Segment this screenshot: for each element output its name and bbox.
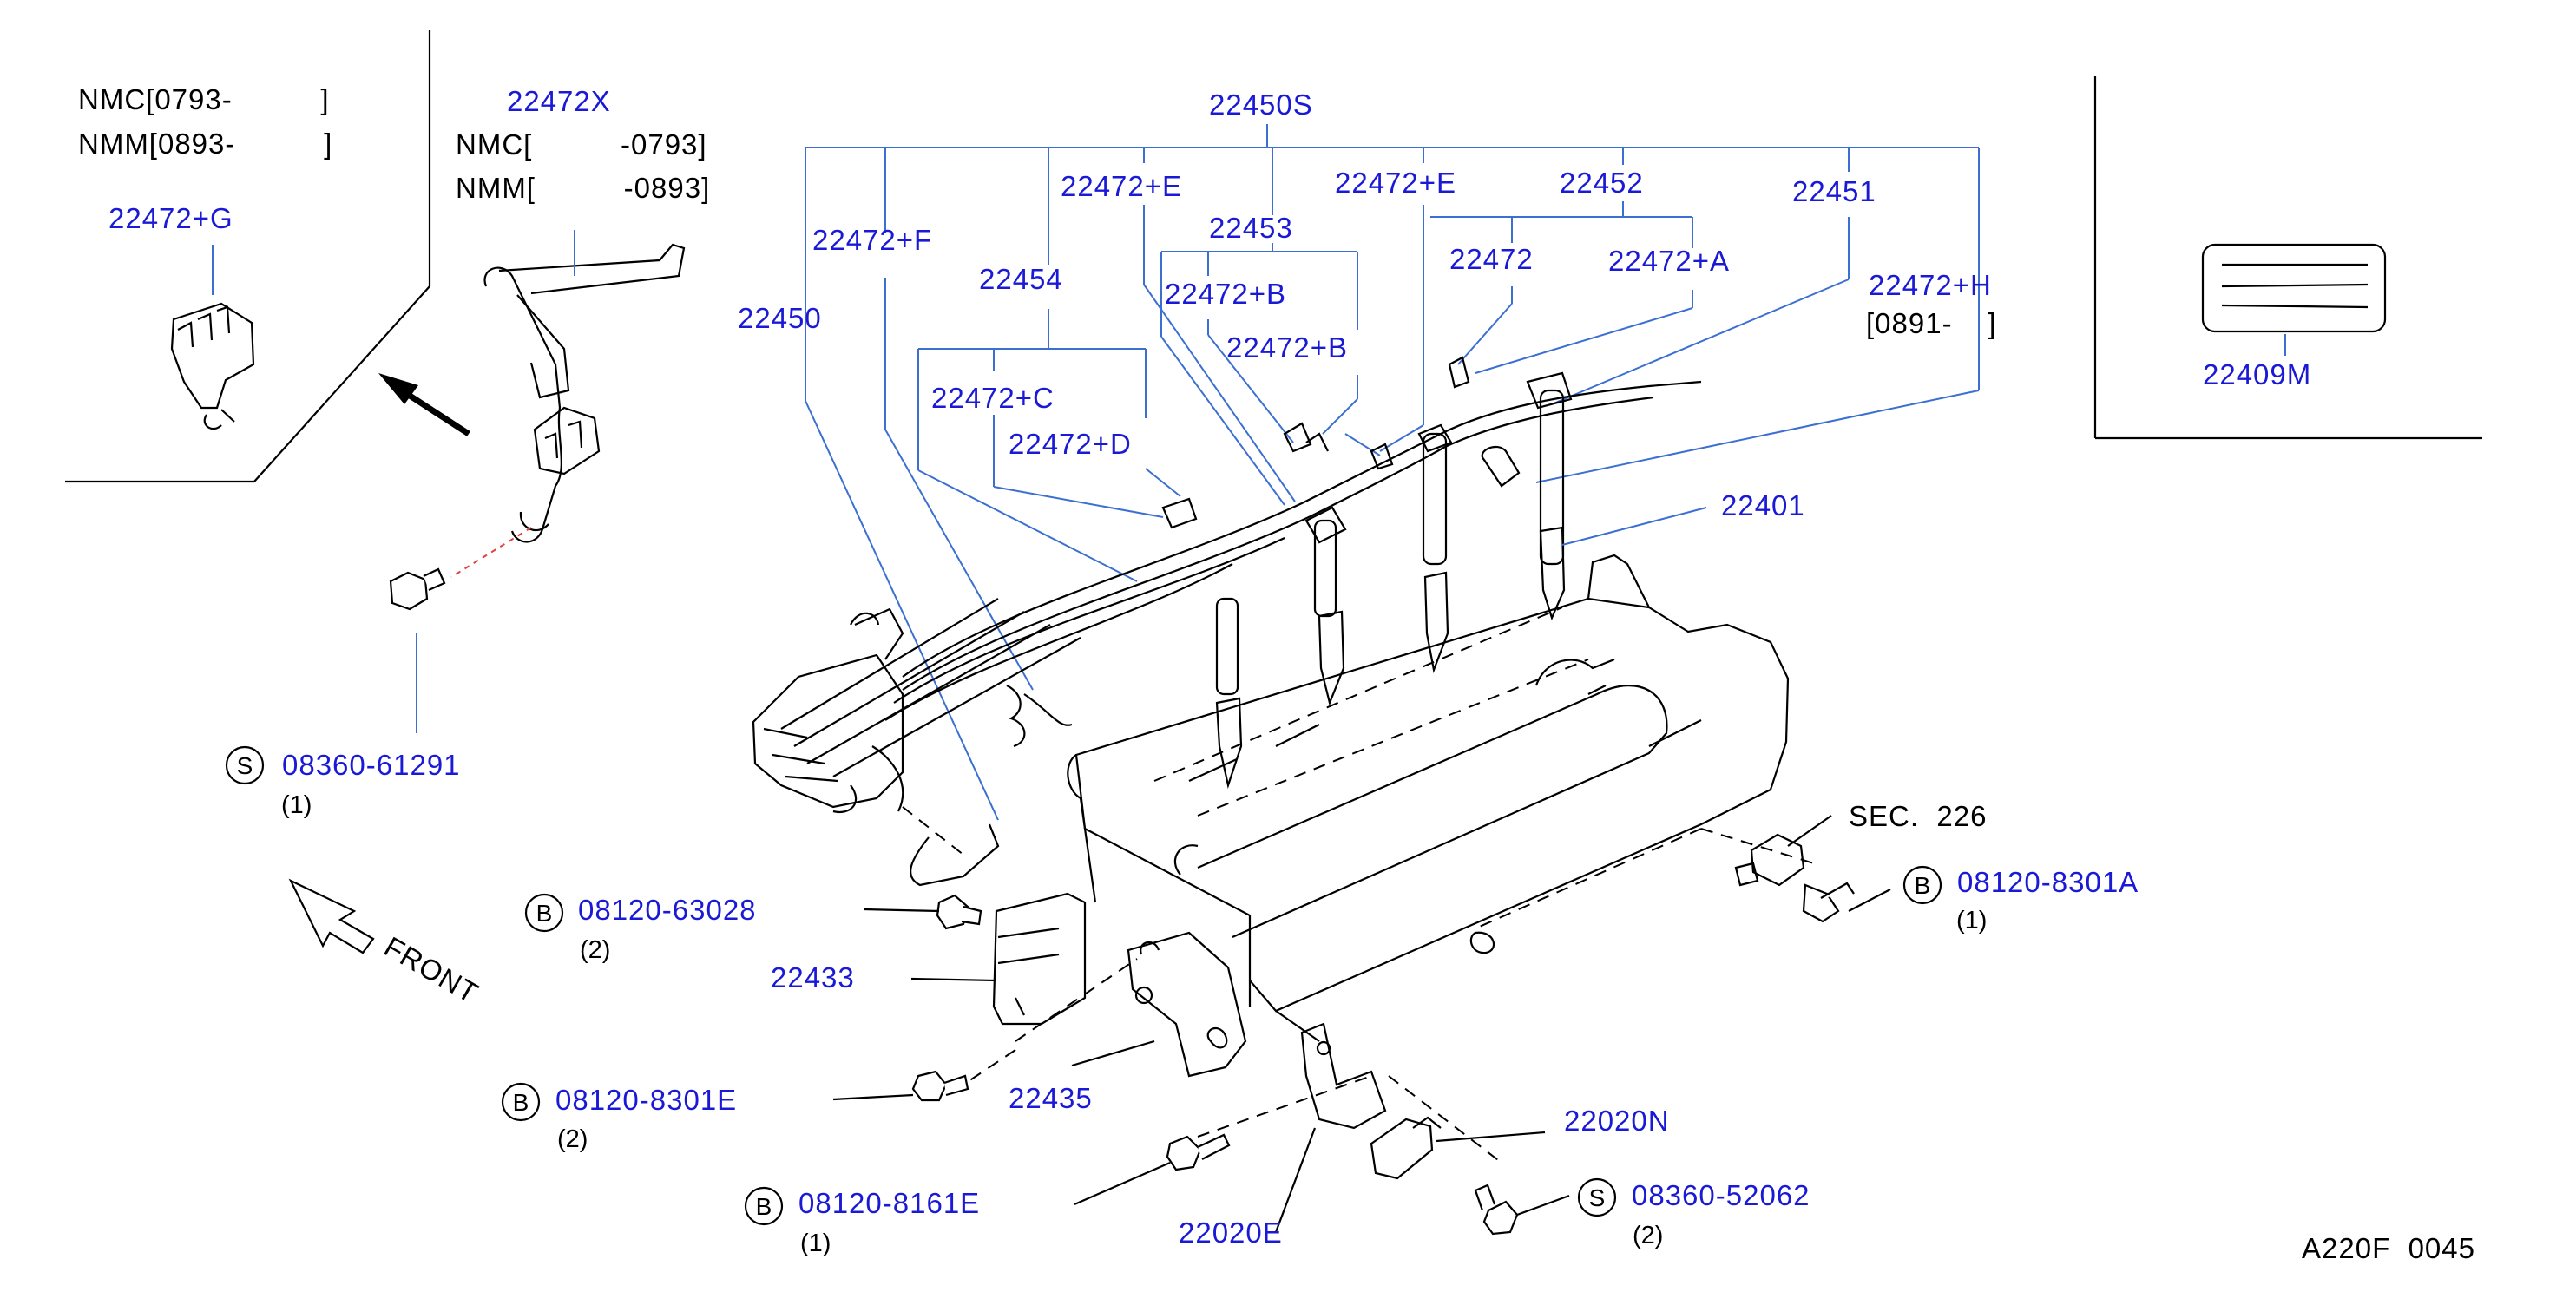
label-22433: 22433 (771, 961, 855, 994)
qty-08360-61291: (1) (281, 791, 312, 819)
leader-22433 (910, 977, 997, 982)
leader-tree-22450s (805, 124, 1980, 821)
leader-08360-52062 (1516, 1194, 1570, 1217)
label-22020e: 22020E (1179, 1217, 1283, 1249)
label-08360-52062: 08360-52062 (1632, 1179, 1810, 1211)
leader-22401 (1561, 507, 1707, 546)
bolt-08360-61291 (389, 567, 446, 611)
label-22472c: 22472+C (931, 382, 1055, 414)
label-22472h: 22472+H (1869, 269, 1992, 301)
label-08120-8301e: 08120-8301E (555, 1084, 737, 1116)
label-22452: 22452 (1560, 167, 1644, 199)
coil-bracket (1127, 931, 1247, 1078)
label-date-0891: [0891- ] (1866, 307, 1996, 339)
label-08120-8161e: 08120-8161E (798, 1187, 980, 1219)
guide-bracket-22472x (483, 243, 686, 543)
label-22472b-2: 22472+B (1226, 331, 1348, 364)
engine-dashed-lines (902, 607, 1815, 1164)
footer-code: A220F 0045 (2302, 1232, 2475, 1264)
qty-08120-8161e: (1) (800, 1230, 831, 1257)
label-22454: 22454 (979, 263, 1063, 295)
harness-clips (1161, 356, 1521, 529)
label-22472a: 22472+A (1608, 245, 1730, 277)
svg-text:S: S (237, 752, 253, 779)
label-22472x: 22472X (507, 85, 611, 117)
label-22450: 22450 (738, 302, 822, 334)
qty-08120-8301e: (2) (557, 1125, 588, 1153)
leader-22435 (1071, 1040, 1155, 1067)
label-22409m: 22409M (2203, 358, 2311, 390)
svg-text:B: B (756, 1193, 772, 1220)
qty-08120-8301a: (1) (1956, 907, 1987, 935)
inset-frame (65, 30, 431, 483)
leader-08120-8161e (1074, 1161, 1171, 1206)
leader-08120-8301e (832, 1093, 914, 1101)
qty-08360-52062: (2) (1633, 1222, 1663, 1249)
bracket-22472g (170, 302, 255, 430)
bolt-08360-52062 (1474, 1184, 1519, 1236)
leader-22020n (1436, 1131, 1546, 1143)
label-nmm-close: NMM[ -0893] (456, 172, 710, 204)
label-22435: 22435 (1009, 1082, 1093, 1114)
plug-boots (1215, 371, 1573, 696)
engine-block (1067, 554, 1790, 1042)
label-08120-8301a: 08120-8301A (1957, 866, 2139, 898)
leader-sec226 (1787, 815, 1832, 847)
label-22020n: 22020N (1564, 1105, 1670, 1137)
leader-08120-8301a (1848, 889, 1891, 912)
ignition-coil (936, 892, 1087, 1026)
harness-wires (884, 380, 1702, 887)
label-22472b-1: 22472+B (1165, 278, 1286, 310)
label-22453: 22453 (1209, 212, 1293, 244)
svg-text:B: B (1915, 872, 1931, 899)
direction-arrow (378, 373, 470, 436)
labels: NMC[0793- ] NMM[0893- ] 22472+G 22472X N… (78, 83, 2475, 1264)
marker-b-08120-8301a: B (1902, 865, 1942, 905)
label-22472: 22472 (1449, 243, 1534, 275)
marker-b-08120-8161e: B (744, 1186, 784, 1226)
svg-text:B: B (513, 1089, 529, 1116)
svg-text:S: S (1589, 1184, 1606, 1211)
svg-text:B: B (536, 900, 553, 927)
label-22472d: 22472+D (1009, 428, 1132, 460)
label-nmc-close: NMC[ -0793] (456, 128, 707, 161)
sensor-22020n (1370, 1116, 1442, 1180)
label-22472e-1: 22472+E (1061, 170, 1182, 202)
sensor-bracket-22020e (1300, 1022, 1387, 1130)
label-22472f: 22472+F (812, 224, 932, 256)
bolt-08120-8301e (911, 1070, 969, 1102)
inset-frame-right (2093, 76, 2482, 440)
qty-08120-63028: (2) (580, 936, 610, 964)
leader-dashed-red (450, 527, 532, 578)
label-front: FRONT (379, 930, 484, 1009)
label-22472g: 22472+G (108, 202, 233, 234)
bolt-08120-8161e (1166, 1133, 1231, 1171)
label-22450s: 22450S (1209, 89, 1313, 121)
marker-b-08120-8301e: B (501, 1082, 541, 1122)
distributor (752, 598, 1081, 814)
leader-22020e (1274, 1127, 1317, 1233)
marker-s-08360-52062: S (1577, 1177, 1617, 1217)
label-08120-63028: 08120-63028 (578, 894, 757, 926)
label-nmm-open: NMM[0893- ] (78, 128, 332, 160)
label-plate-22409m (2201, 243, 2387, 333)
label-sec226: SEC. 226 (1849, 800, 1987, 832)
label-nmc-open: NMC[0793- ] (78, 83, 330, 115)
label-22451: 22451 (1792, 175, 1876, 207)
marker-b-08120-63028: B (524, 893, 564, 933)
leader-08120-63028 (863, 908, 940, 913)
knock-sensor (1734, 833, 1855, 923)
label-08360-61291: 08360-61291 (282, 749, 461, 781)
marker-s-08360-61291: S (225, 745, 265, 785)
label-22401: 22401 (1721, 489, 1805, 521)
label-22472e-2: 22472+E (1335, 167, 1456, 199)
front-arrow (288, 878, 375, 954)
spark-plugs (1215, 526, 1566, 790)
